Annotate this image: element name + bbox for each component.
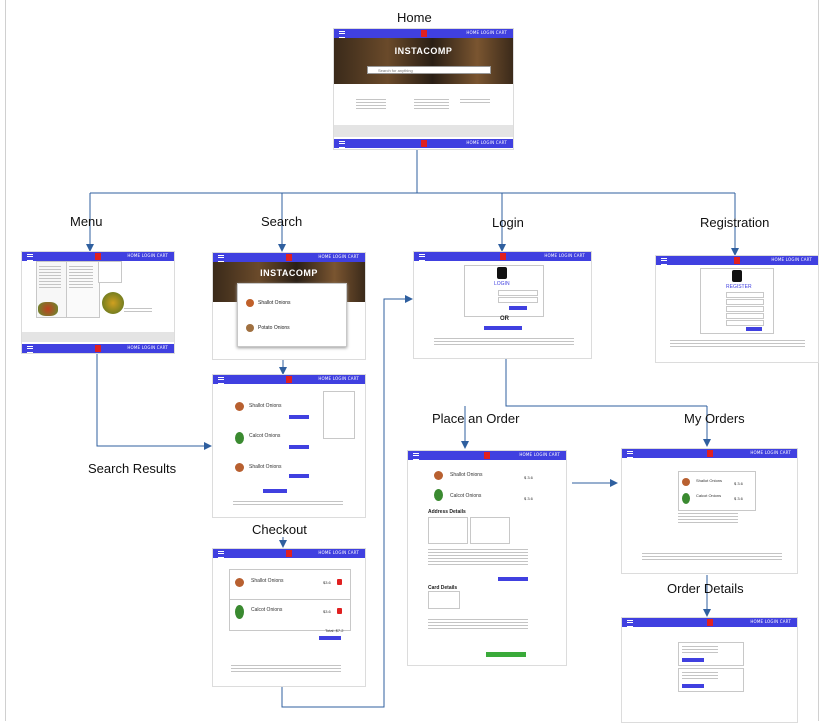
order-details-thumbnail: HOME LOGIN CART — [621, 617, 798, 723]
arrow-login-branch — [505, 358, 707, 407]
place-order-thumbnail: HOME LOGIN CART Shallot Onions $ 3.6 Cal… — [407, 450, 567, 666]
my-orders-thumbnail: HOME LOGIN CART Shallot Onions $ 3.6 Cal… — [621, 448, 798, 574]
label-my-orders: My Orders — [684, 411, 745, 426]
search-suggestion-2[interactable]: Potato Onions — [258, 325, 290, 331]
label-checkout: Checkout — [252, 522, 307, 537]
search-results-thumbnail: HOME LOGIN CART Shallot Onions Calcot On… — [212, 374, 366, 518]
search-dropdown: Shallot Onions Potato Onions — [237, 283, 347, 347]
label-registration: Registration — [700, 215, 770, 230]
label-search-results: Search Results — [88, 461, 177, 476]
login-thumbnail: HOME LOGIN CART LOGIN OR — [413, 251, 592, 359]
label-login: Login — [492, 215, 524, 230]
home-hero-title: INSTACOMP — [394, 46, 453, 56]
checkout-thumbnail: HOME LOGIN CART Shallot Onions $3.6 Calc… — [212, 548, 366, 687]
search-suggestion-1[interactable]: Shallot Onions — [258, 300, 291, 306]
label-home: Home — [397, 10, 432, 25]
label-menu: Menu — [70, 214, 103, 229]
place-order-button[interactable] — [486, 652, 526, 657]
home-thumbnail: HOME LOGIN CART INSTACOMP Search for any… — [333, 28, 514, 150]
home-search-input[interactable]: Search for anything — [367, 66, 491, 74]
menu-thumbnail: HOME LOGIN CART HOME LOGIN CART — [21, 251, 175, 354]
left-border — [5, 0, 6, 721]
arrow-menu-to-results — [96, 353, 212, 450]
label-search: Search — [261, 214, 303, 229]
arrow-checkout-to-login — [281, 295, 413, 708]
registration-thumbnail: HOME LOGIN CART REGISTER — [655, 255, 819, 363]
label-place-order: Place an Order — [432, 411, 520, 426]
search-thumbnail: HOME LOGIN CART INSTACOMP Shallot Onions… — [212, 252, 366, 360]
label-order-details: Order Details — [667, 581, 744, 596]
